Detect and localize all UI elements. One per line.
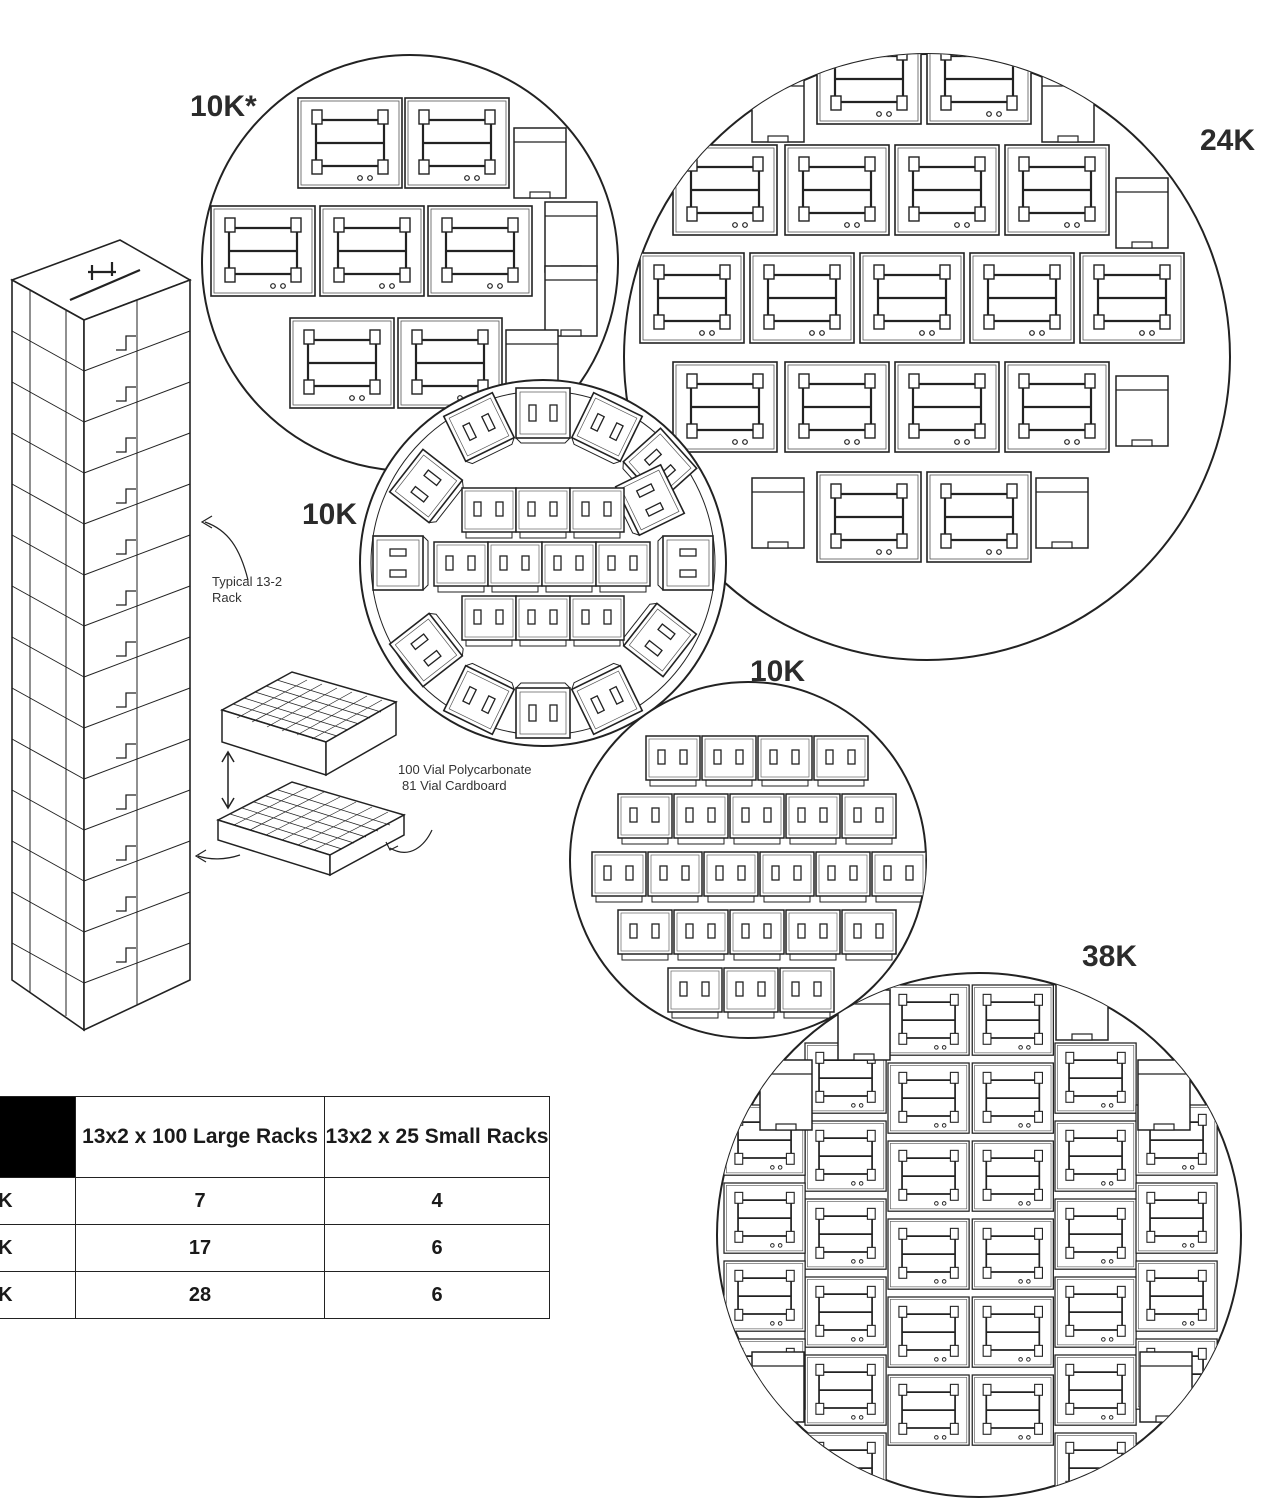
table-row-label: 0K [0, 1177, 76, 1225]
box-note: 100 Vial Polycarbonate 81 Vial Cardboard [398, 762, 531, 794]
table-header-row: 13x2 x 100 Large Racks 13x2 x 25 Small R… [0, 1096, 550, 1178]
table-cell-large: 7 [75, 1177, 325, 1225]
table-row: 4K 17 6 [0, 1224, 550, 1272]
label-10k-star: 10K* [190, 90, 257, 123]
label-38k: 38K [1082, 940, 1138, 973]
table-row-label: 8K [0, 1271, 76, 1319]
table-header-small-racks: 13x2 x 25 Small Racks [324, 1096, 550, 1178]
freezer-10k-round-layout [359, 379, 727, 747]
freezer-10k-tiered-layout [569, 681, 927, 1039]
rack-note-line1: Typical 13-2 [212, 574, 283, 589]
table-row-label: 4K [0, 1224, 76, 1272]
label-10k-round: 10K [302, 498, 358, 531]
rack-note: Typical 13-2 Rack [212, 574, 282, 606]
box-note-line1: 100 Vial Polycarbonate [398, 762, 532, 777]
freezer-38k-layout [716, 972, 1242, 1498]
table-cell-large: 17 [75, 1224, 325, 1272]
table-cell-small: 6 [324, 1224, 550, 1272]
table-row: 8K 28 6 [0, 1271, 550, 1319]
vial-box-illustration [194, 515, 433, 877]
tall-rack-illustration [10, 239, 192, 1032]
table-cell-large: 28 [75, 1271, 325, 1319]
table-header-large-racks: 13x2 x 100 Large Racks [75, 1096, 325, 1178]
table-row: 0K 7 4 [0, 1177, 550, 1225]
freezer-24k-layout [623, 53, 1231, 661]
capacity-table: 13x2 x 100 Large Racks 13x2 x 25 Small R… [0, 1096, 550, 1319]
table-header-blank [0, 1096, 76, 1178]
rack-note-line2: Rack [212, 590, 242, 605]
box-note-line2: 81 Vial Cardboard [402, 778, 507, 793]
table-cell-small: 4 [324, 1177, 550, 1225]
label-24k: 24K [1200, 124, 1256, 157]
table-cell-small: 6 [324, 1271, 550, 1319]
label-10k-tiered: 10K [750, 655, 806, 688]
